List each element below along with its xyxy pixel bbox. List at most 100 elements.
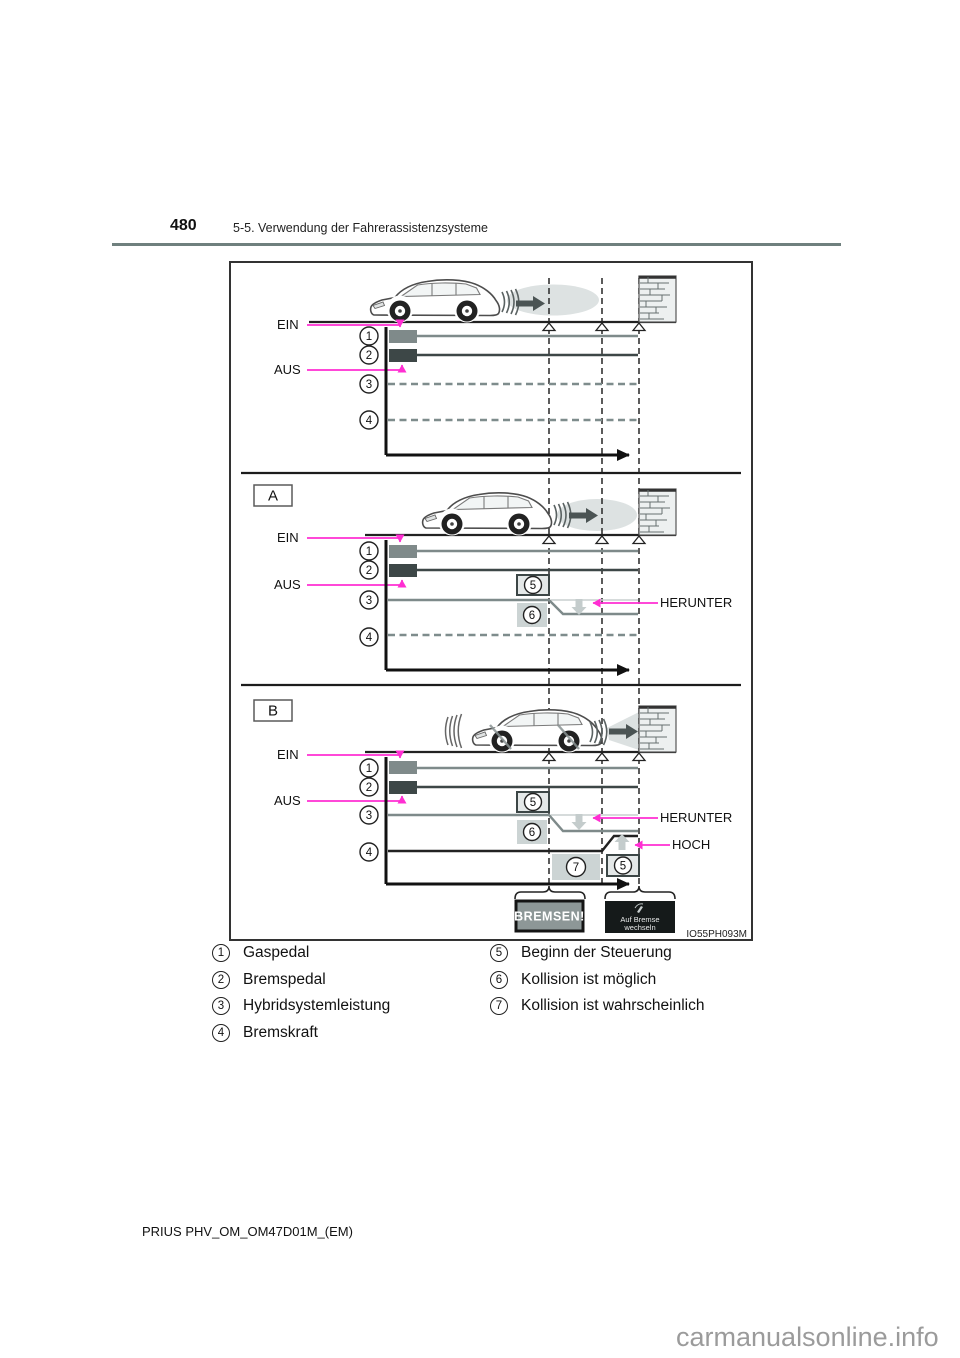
ground-marker: [632, 752, 646, 762]
aus-pointer: [307, 364, 407, 373]
svg-text:6: 6: [529, 827, 535, 839]
svg-text:5: 5: [530, 580, 536, 592]
multi-info-display: Auf Bremse wechseln: [605, 901, 675, 933]
marker-circle-3: 3: [359, 374, 379, 394]
car-illustration: [421, 491, 553, 537]
hybrid-power-trace: [388, 813, 638, 833]
aus-pointer: [307, 579, 407, 588]
brake-pedal-block: [389, 564, 417, 577]
svg-text:7: 7: [573, 862, 579, 874]
gas-pedal-block: [389, 330, 417, 343]
legend-label: Hybridsystemleistung: [243, 997, 391, 1014]
control-start-badge: 5: [516, 574, 550, 596]
legend-number: 2: [212, 970, 230, 989]
brake-pedal-block: [389, 781, 417, 794]
wall-illustration: [637, 274, 678, 324]
aus-pointer: [307, 795, 407, 804]
panel-b: B EIN: [253, 699, 747, 940]
power-down-arrow-icon: [571, 599, 587, 615]
ground-marker: [542, 322, 556, 332]
marker-circle-1: 1: [359, 326, 379, 346]
legend-number: 5: [490, 944, 508, 962]
ein-pointer: [307, 534, 405, 543]
brake-force-trace: [388, 834, 638, 853]
control-start-badge: 5: [516, 791, 550, 813]
legend-number: 3: [212, 997, 230, 1015]
herunter-label: HERUNTER: [660, 810, 732, 825]
panel-b-label: B: [268, 703, 278, 720]
svg-text:1: 1: [366, 763, 372, 775]
legend-label: Gaspedal: [243, 944, 310, 961]
marker-circle-2: 2: [359, 560, 379, 580]
ein-pointer: [307, 319, 405, 328]
ground-marker: [542, 535, 556, 545]
figure-code: IO55PH093M: [686, 929, 747, 939]
legend-label: Kollision ist möglich: [521, 970, 657, 988]
document-code: PRIUS PHV_OM_OM47D01M_(EM): [142, 1224, 353, 1239]
ein-label: EIN: [277, 747, 299, 762]
watermark-link[interactable]: carmanualsonline.info: [676, 1322, 939, 1352]
svg-text:1: 1: [366, 331, 372, 343]
hybrid-power-trace: [388, 598, 638, 616]
brake-pedal-block: [389, 349, 417, 362]
legend-item: 4 Bremskraft: [212, 1023, 318, 1042]
svg-text:5: 5: [620, 861, 626, 873]
brake-warning-display: BREMSEN!: [514, 899, 585, 933]
gas-pedal-block: [389, 545, 417, 558]
header-rule: [112, 243, 841, 246]
marker-circle-4: 4: [359, 627, 379, 647]
legend-label: Kollision ist wahrscheinlich: [521, 997, 705, 1014]
panel-top: EIN AUS 1 2 3 4: [274, 274, 678, 461]
aus-label: AUS: [274, 577, 301, 592]
svg-text:5: 5: [530, 797, 536, 809]
ground-marker: [632, 322, 646, 332]
legend-label: Bremskraft: [243, 1023, 318, 1041]
ground-marker: [595, 535, 609, 545]
marker-circle-4: 4: [359, 410, 379, 430]
svg-text:BREMSEN!: BREMSEN!: [514, 910, 585, 924]
legend-number: 1: [212, 944, 230, 962]
svg-text:4: 4: [366, 415, 373, 427]
vibration-marks: [444, 713, 463, 749]
section-title: 5-5. Verwendung der Fahrerassistenzsyste…: [233, 221, 488, 235]
legend-label: Beginn der Steuerung: [521, 944, 672, 961]
legend-label: Bremspedal: [243, 970, 326, 988]
svg-text:2: 2: [366, 565, 372, 577]
legend-item: 2 Bremspedal: [212, 970, 326, 989]
collision-likely-badge: 7: [552, 854, 600, 880]
panel-b-box: [253, 699, 293, 722]
figure-diagram: EIN AUS 1 2 3 4: [229, 261, 753, 941]
hoch-label: HOCH: [672, 837, 710, 852]
ground-marker: [595, 322, 609, 332]
brake-pedal-icon: [634, 903, 644, 913]
wheel-skid-marks: [489, 724, 580, 750]
svg-text:3: 3: [366, 379, 372, 391]
ground-marker: [542, 752, 556, 762]
timing-diagram-svg: EIN AUS 1 2 3 4: [241, 274, 747, 940]
legend-number: 6: [490, 970, 508, 989]
svg-text:wechseln: wechseln: [623, 923, 655, 932]
legend-number: 4: [212, 1023, 230, 1042]
svg-text:1: 1: [366, 546, 372, 558]
svg-text:2: 2: [366, 350, 372, 362]
gas-pedal-block: [389, 761, 417, 774]
ein-label: EIN: [277, 317, 299, 332]
marker-circle-2: 2: [359, 345, 379, 365]
car-illustration: [471, 708, 603, 754]
marker-circle-1: 1: [359, 541, 379, 561]
legend-item: 6 Kollision ist möglich: [490, 970, 657, 989]
car-illustration: [369, 278, 501, 324]
wall-illustration: [637, 487, 678, 537]
legend-item: 1 Gaspedal: [212, 944, 309, 962]
wall-illustration: [637, 704, 678, 754]
legend-item: 7 Kollision ist wahrscheinlich: [490, 997, 705, 1015]
marker-circle-3: 3: [359, 805, 379, 825]
ein-pointer: [307, 750, 405, 759]
marker-circle-3: 3: [359, 590, 379, 610]
reference-dashed-lines: [548, 278, 640, 884]
panel-a-label: A: [268, 488, 278, 505]
marker-circle-1: 1: [359, 758, 379, 778]
legend-item: 3 Hybridsystemleistung: [212, 997, 390, 1015]
page-number: 480: [170, 217, 197, 234]
